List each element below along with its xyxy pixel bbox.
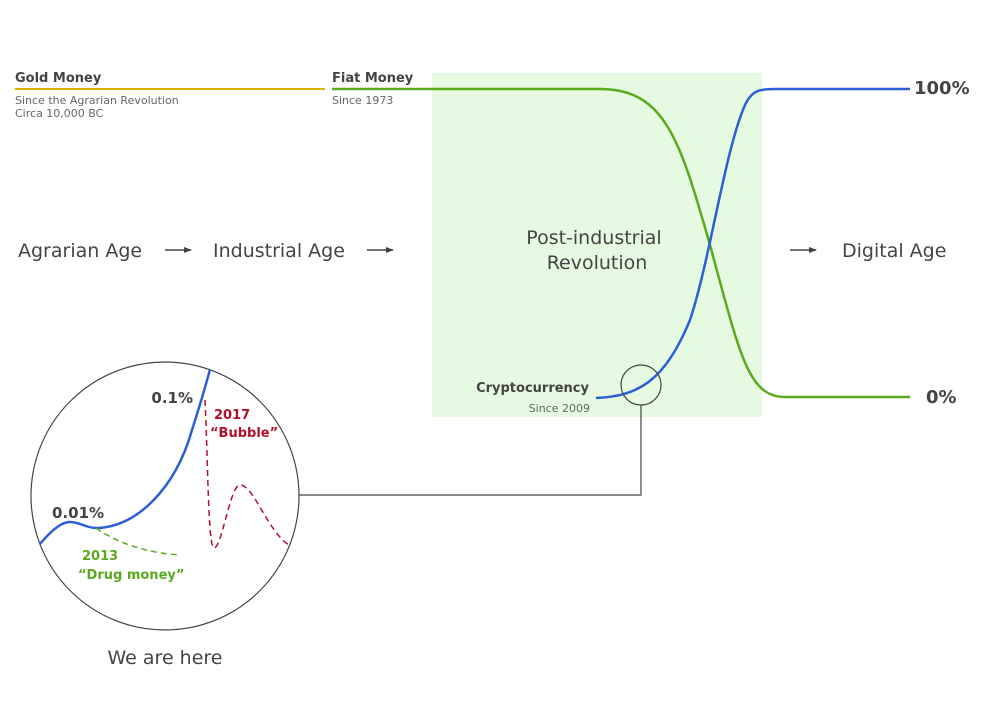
inset-level-001-label: 0.01% bbox=[52, 504, 104, 522]
cryptocurrency-since: Since 2009 bbox=[529, 402, 590, 415]
digital-age-label: Digital Age bbox=[842, 240, 946, 262]
post-industrial-region bbox=[432, 73, 762, 417]
cryptocurrency-label: Cryptocurrency bbox=[476, 381, 589, 396]
gold-money-label: Gold Money bbox=[15, 71, 102, 86]
inset-zoom-view: 0.1% 0.01% 2017 “Bubble” 2013 “Drug mone… bbox=[30, 361, 300, 631]
agrarian-age-label: Agrarian Age bbox=[18, 240, 142, 262]
industrial-age-label: Industrial Age bbox=[213, 240, 345, 262]
post-industrial-label-line2: Revolution bbox=[547, 252, 648, 274]
drug-money-year-label: 2013 bbox=[82, 549, 118, 564]
fiat-money-label: Fiat Money bbox=[332, 71, 414, 86]
gold-money-since: Since the Agrarian Revolution bbox=[15, 94, 179, 107]
fiat-money-since: Since 1973 bbox=[332, 94, 393, 107]
level-0-label: 0% bbox=[926, 387, 957, 408]
we-are-here-caption: We are here bbox=[108, 647, 223, 669]
gold-money-circa: Circa 10,000 BC bbox=[15, 107, 104, 120]
inset-level-01-label: 0.1% bbox=[151, 389, 193, 407]
inset-drug-money-curve bbox=[95, 527, 181, 556]
drug-money-label: “Drug money” bbox=[78, 568, 184, 583]
inset-circle bbox=[30, 361, 300, 631]
zoom-connector-line bbox=[299, 405, 642, 496]
post-industrial-label-line1: Post-industrial bbox=[526, 227, 661, 249]
bubble-year-label: 2017 bbox=[214, 408, 250, 423]
level-100-label: 100% bbox=[914, 78, 970, 99]
cryptocurrency-curve bbox=[595, 87, 910, 400]
bubble-label: “Bubble” bbox=[210, 426, 278, 441]
inset-bubble-curve bbox=[204, 399, 296, 549]
inset-crypto-curve bbox=[32, 362, 214, 553]
